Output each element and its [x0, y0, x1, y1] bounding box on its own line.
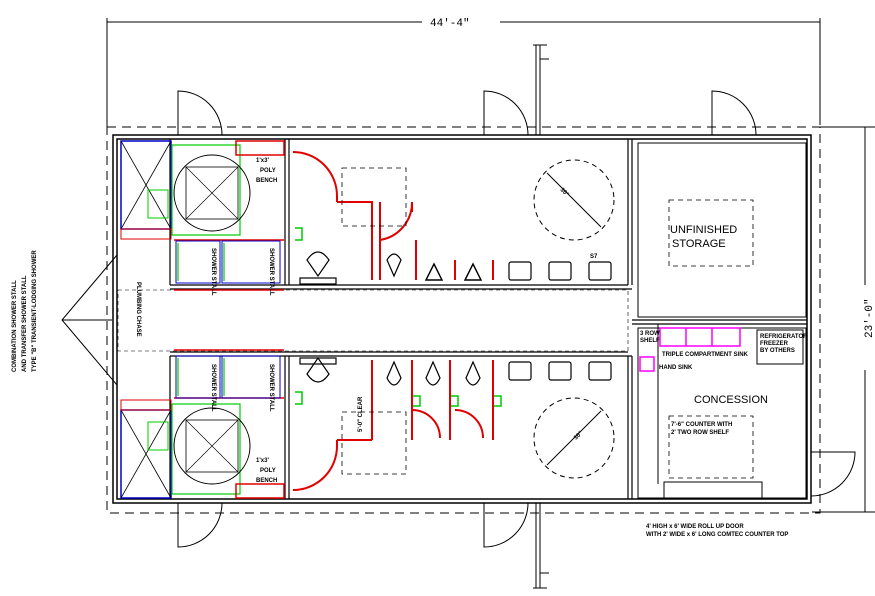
plumbing-chase-label: PLUMBING CHASE — [135, 282, 141, 337]
lavatories — [508, 261, 612, 381]
hand-sink — [639, 356, 655, 372]
shower-note-2: AND TRANSFER SHOWER STALL — [22, 275, 28, 372]
svg-text:1'x3': 1'x3' — [256, 458, 269, 464]
concession-label: CONCESSION — [694, 394, 768, 406]
fridge-label-1: REFRIGERATOR — [760, 334, 808, 340]
turn-label-bottom: 30" — [573, 430, 584, 441]
shower-partitions — [174, 140, 285, 499]
clear-label: 5'-0" CLEAR — [358, 396, 364, 432]
dressing-compartments — [175, 240, 281, 399]
bench-label-top: 1'x3' POLY BENCH — [256, 158, 277, 184]
fridge-label-3: BY OTHERS — [760, 348, 795, 354]
depth-dimension-text: 23'-0" — [864, 298, 875, 338]
urinals — [424, 262, 483, 281]
rollup-note-2: WITH 2' WIDE x 6' LONG COMTEC COUNTER TO… — [646, 532, 788, 538]
counter-label-1: 7'-6" COUNTER WITH — [671, 422, 732, 428]
width-dimension-text: 44'-4" — [430, 18, 470, 30]
clearance-boxes — [341, 167, 754, 479]
storage-label-1: UNFINISHED — [670, 224, 737, 236]
left-entry — [61, 254, 118, 386]
restroom-grab-bars — [295, 227, 502, 407]
overall-depth-dimension — [812, 126, 875, 513]
restroom-bottom-partitions — [292, 360, 494, 491]
stall-label-1: SHOWER STALL — [210, 248, 216, 296]
turning-circles — [533, 159, 615, 479]
triple-compartment-sink — [659, 327, 741, 347]
shower-note-3: TYPE "B" TRANSIENT-LODGING SHOWER — [32, 250, 38, 372]
svg-text:BENCH: BENCH — [256, 178, 277, 184]
transfer-shower-top — [171, 144, 251, 236]
shower-stall-bottom — [120, 399, 172, 499]
restroom-top-partitions — [292, 151, 494, 280]
shelf-label-2: SHELF — [640, 338, 660, 344]
shower-note-1: COMBINATION SHOWER STALL — [12, 280, 18, 372]
stall-label-3: SHOWER STALL — [210, 364, 216, 412]
rollup-note-1: 4' HIGH x 6' WIDE ROLL UP DOOR — [646, 524, 744, 530]
hand-sink-label: HAND SINK — [659, 365, 693, 371]
doors-top — [177, 44, 757, 136]
exterior-walls — [112, 134, 812, 504]
transfer-shower-bottom — [171, 403, 251, 495]
overall-width-dimension — [106, 18, 821, 135]
interior-walls — [169, 139, 807, 499]
shelf-label-1: 3 ROW — [640, 331, 660, 337]
stall-label-2: SHOWER STALL — [268, 248, 274, 296]
svg-text:POLY: POLY — [260, 468, 276, 474]
bench-label-bottom: 1'x3' POLY BENCH — [256, 458, 277, 484]
roof-outline — [106, 126, 821, 514]
triple-sink-label: TRIPLE COMPARTMENT SINK — [662, 352, 749, 358]
doors-bottom — [177, 451, 856, 589]
stall-label-4: SHOWER STALL — [268, 364, 274, 412]
s7-label: S7 — [590, 254, 598, 260]
counter-label-2: 2' TWO ROW SHELF — [671, 430, 729, 436]
storage-label-2: STORAGE — [672, 238, 726, 250]
svg-text:POLY: POLY — [260, 168, 276, 174]
plumbing-chase-outline — [117, 289, 629, 352]
svg-text:1'x3': 1'x3' — [256, 158, 269, 164]
shower-stall-top — [120, 140, 172, 240]
toilets — [299, 251, 481, 386]
storage-room-outline — [637, 142, 807, 318]
fridge-label-2: FREEZER — [760, 341, 789, 347]
turn-label-top: 30" — [559, 187, 570, 198]
svg-text:BENCH: BENCH — [256, 478, 277, 484]
